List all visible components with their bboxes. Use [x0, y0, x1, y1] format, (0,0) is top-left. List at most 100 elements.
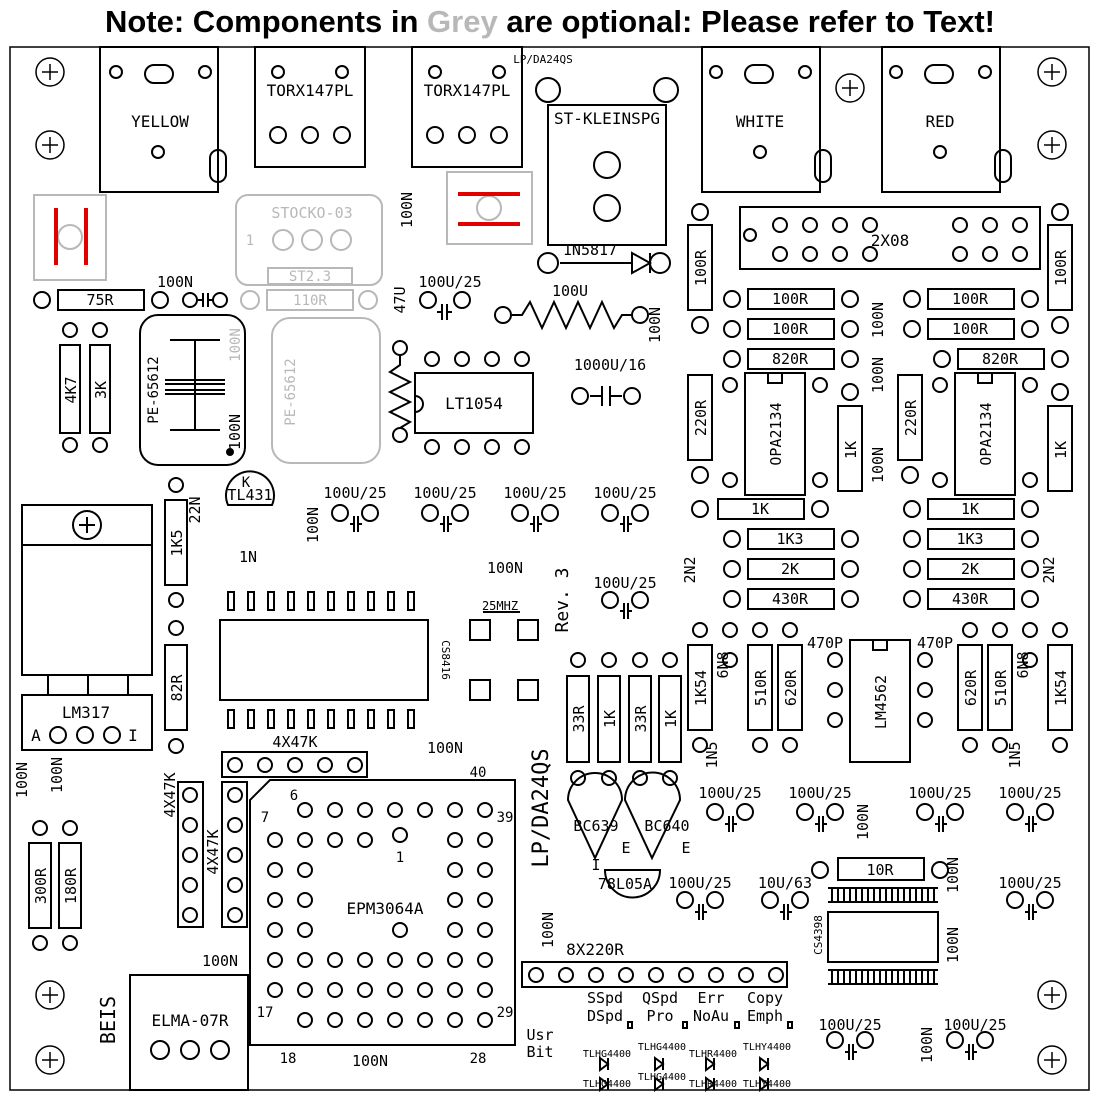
label-c100n-epm-top: 100N — [427, 739, 463, 757]
label-c100n-opa-b: 100N — [869, 357, 887, 393]
label-r1k54-a: 1K54 — [692, 670, 710, 706]
torx-connector-1 — [254, 46, 366, 168]
label-c100n-op: 100N — [854, 804, 872, 840]
ref-tl431 — [225, 470, 275, 506]
cap-100n-top — [182, 292, 228, 308]
caps-78l05 — [676, 891, 809, 920]
label-r4x47k-top: 4X47K — [272, 733, 317, 751]
label-v47u: 47U — [391, 286, 409, 313]
label-r100-left-v: 100R — [692, 249, 710, 286]
label-r1k5: 1K5 — [168, 529, 186, 556]
label-c100u25-br2: 100U/25 — [818, 1016, 881, 1034]
label-led-top-3: Copy — [747, 989, 783, 1007]
label-r820-a: 820R — [772, 350, 809, 368]
label-lpda-small: LP/DA24QS — [513, 53, 573, 66]
opamp-opa2134-b — [932, 372, 1038, 496]
label-c100u-op1: 100U/25 — [698, 784, 761, 802]
label-c22n: 22N — [186, 496, 204, 523]
st-kleinspg-socket — [535, 77, 679, 246]
resistors-mid-b — [903, 498, 1039, 610]
resistor-180r — [58, 820, 82, 951]
label-r33b: 33R — [632, 704, 650, 732]
label-c100u25-br3: 100U/25 — [943, 1016, 1006, 1034]
label-pe-grey-cap: 100N — [228, 328, 244, 362]
label-c10u63: 10U/63 — [758, 874, 812, 892]
label-r1k3-b: 1K3 — [956, 530, 983, 548]
label-cap-row-1: 100U/25 — [323, 484, 386, 502]
label-r33a: 33R — [570, 704, 588, 732]
label-c470p-b: 470P — [917, 634, 953, 652]
label-c100n-lt: 100N — [398, 192, 416, 228]
label-c100n-left-1: 100N — [13, 762, 31, 798]
diode-1n5817 — [537, 251, 671, 275]
label-r220-a: 220R — [692, 399, 710, 436]
label-c100n-top: 100N — [157, 273, 193, 291]
torx-connector-2 — [411, 46, 523, 168]
resistors-mid-a — [691, 498, 859, 610]
resistor-82r — [164, 620, 188, 754]
label-elma: ELMA-07R — [151, 1011, 228, 1030]
label-cap-row-2: 100U/25 — [413, 484, 476, 502]
label-r100-a2: 100R — [772, 320, 809, 338]
label-lm317: LM317 — [62, 703, 110, 722]
label-c2n2-a: 2N2 — [681, 556, 699, 583]
label-bc640: BC640 — [644, 817, 689, 835]
label-r1kb: 1K — [662, 710, 680, 728]
board-outline — [9, 46, 1090, 1091]
ic-lt1054 — [414, 351, 534, 455]
label-lpda-big: LP/DA24QS — [529, 748, 554, 867]
label-cs4398: CS4398 — [812, 915, 825, 955]
label-r180: 180R — [62, 867, 80, 904]
label-led-bot-0: DSpd — [587, 1007, 623, 1025]
label-c100n-cs1: 100N — [944, 857, 962, 893]
opamp-opa2134-a — [722, 372, 828, 496]
resistor-100r-right-v — [1047, 203, 1073, 334]
label-pin18: 18 — [280, 1051, 297, 1067]
label-r4x47k-l2: 4X47K — [204, 829, 222, 874]
label-led-bot-3: Emph — [747, 1007, 783, 1025]
cap-1000u16 — [571, 386, 641, 406]
label-c100n-25: 100N — [487, 559, 523, 577]
label-c6n8-b: 6N8 — [1014, 651, 1032, 678]
label-pin7: 7 — [261, 810, 269, 826]
label-bc639: BC639 — [573, 817, 618, 835]
resistor-10r — [811, 857, 949, 881]
rca-jack-red — [881, 46, 1012, 193]
label-r820-b: 820R — [982, 350, 1019, 368]
note-grey-word: Grey — [427, 4, 498, 39]
label-pin6: 6 — [290, 788, 298, 804]
resistors-channel-b — [903, 288, 1069, 370]
label-r1k-c: 1K — [751, 500, 769, 518]
label-r430-a: 430R — [772, 590, 809, 608]
label-r110: 110R — [293, 293, 327, 309]
label-r4x47k-l1: 4X47K — [161, 772, 179, 817]
resistor-1k-vb — [1047, 383, 1073, 492]
label-c100n-rb: 100N — [646, 307, 664, 343]
label-led-top-1: QSpd — [642, 989, 678, 1007]
label-r620-a: 620R — [782, 669, 800, 706]
label-c100n-cs2: 100N — [944, 927, 962, 963]
label-r10: 10R — [866, 861, 894, 879]
label-led-part-a-3: TLHY4400 — [743, 1042, 791, 1053]
resistor-220r-a — [687, 374, 713, 484]
label-c100n-br: 100N — [918, 1027, 936, 1063]
label-c100n-opa-a: 100N — [869, 447, 887, 483]
transformer-pe65612 — [139, 314, 246, 466]
label-c100u25-br1: 100U/25 — [998, 874, 1061, 892]
label-c100n-left-3: 100N — [202, 952, 238, 970]
resistor-1k5 — [164, 477, 188, 608]
label-c100n-ra: 100N — [869, 302, 887, 338]
label-c100u25-78: 100U/25 — [668, 874, 731, 892]
cap-100u25-top — [419, 291, 471, 320]
label-led-part-a-1: TLHG4400 — [638, 1042, 686, 1053]
resistors-channel-a — [723, 288, 859, 370]
label-c100u-op2: 100U/25 — [788, 784, 851, 802]
label-r75: 75R — [86, 291, 114, 309]
label-c470p-a: 470P — [807, 634, 843, 652]
label-lm317-i: I — [128, 726, 138, 745]
label-pe1: PE-65612 — [146, 356, 162, 423]
label-lt1054: LT1054 — [445, 394, 503, 413]
label-c100u25-top: 100U/25 — [418, 273, 481, 291]
label-r1k-b: 1K — [1052, 441, 1070, 459]
